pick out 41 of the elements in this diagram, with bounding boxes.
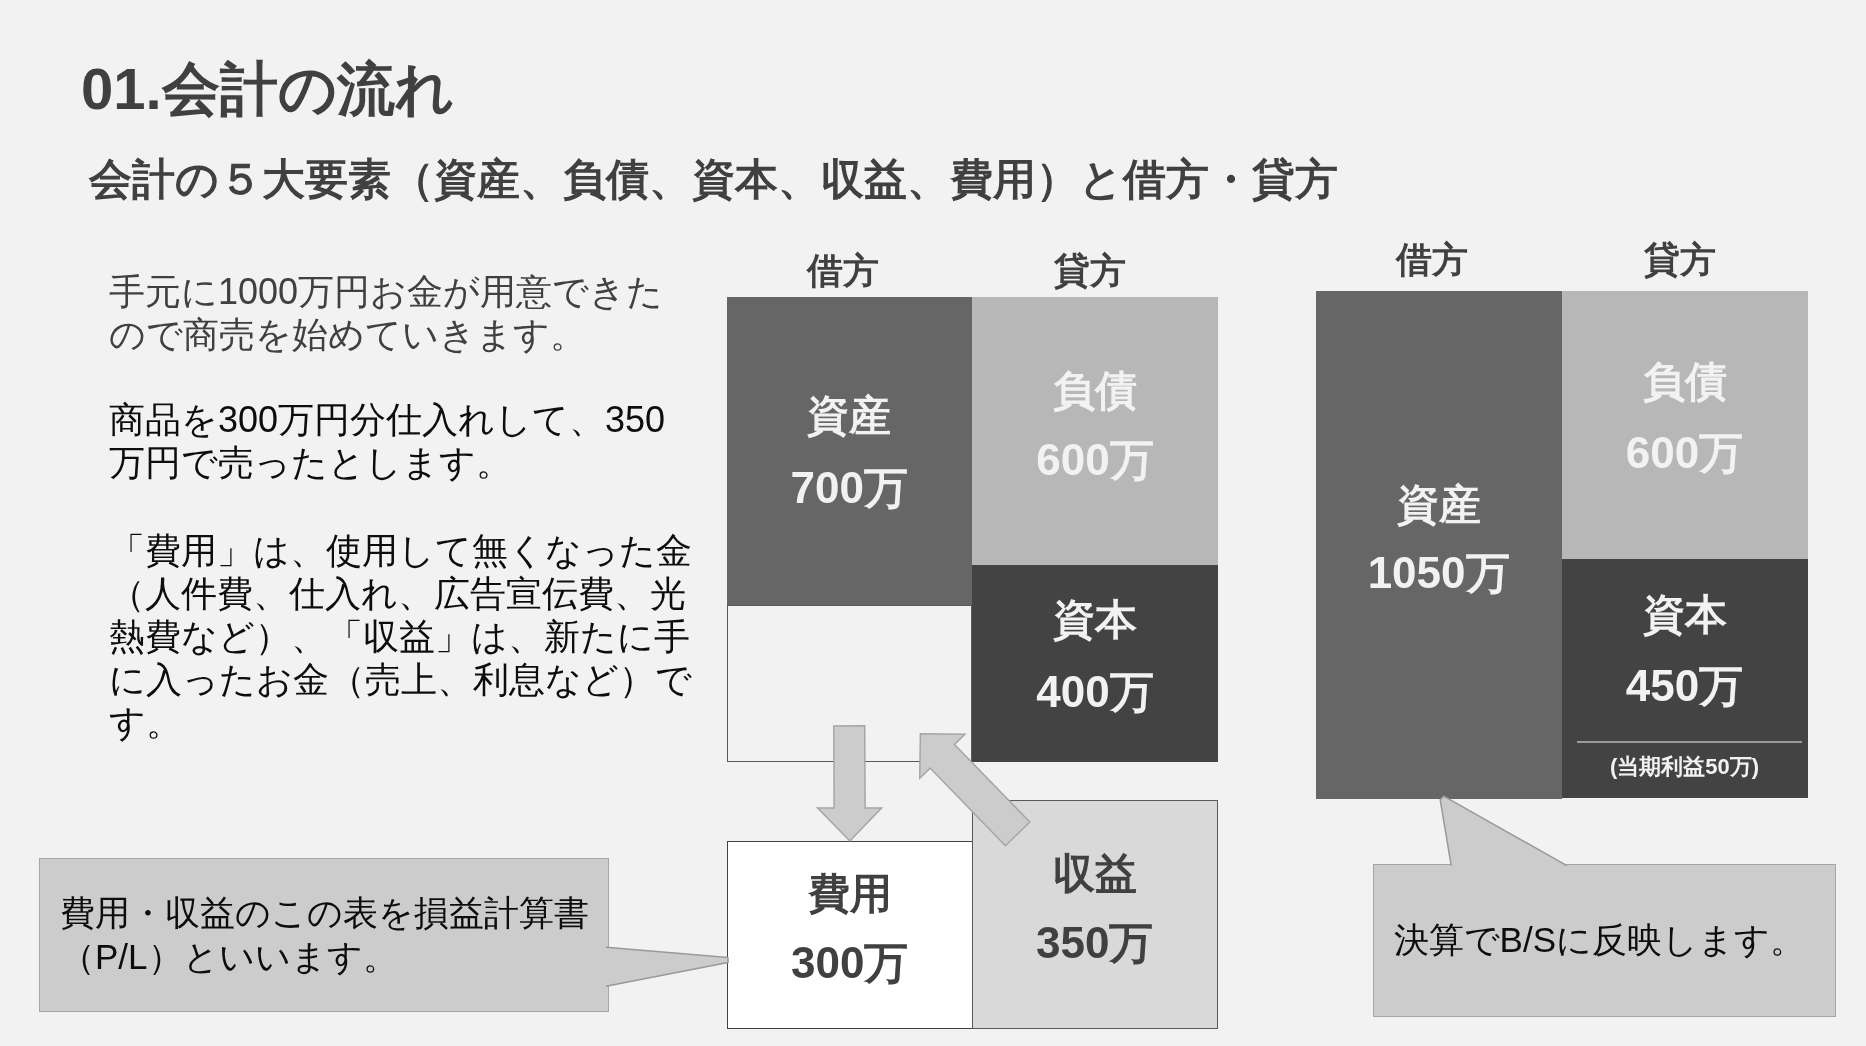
subtitle: 会計の５大要素（資産、負債、資本、収益、費用）と借方・貸方 xyxy=(89,155,1338,205)
column-header: 貸方 xyxy=(1644,238,1716,281)
block-title: 費用 xyxy=(807,869,892,919)
balance-block xyxy=(1315,290,1562,799)
body-text: 商品を300万円分仕入れして、350万円で売ったとします。 xyxy=(109,398,667,484)
column-header: 借方 xyxy=(807,250,879,292)
amount-text: 600万 xyxy=(1625,427,1744,479)
balance-block xyxy=(972,565,1218,762)
block-title: 収益 xyxy=(1052,849,1137,899)
note-text: (当期利益50万) xyxy=(1609,753,1760,781)
callout-tail xyxy=(605,946,729,987)
balance-block xyxy=(972,297,1218,565)
callout-tail xyxy=(1439,795,1568,867)
balance-block xyxy=(1561,290,1808,559)
block-title: 資産 xyxy=(1396,480,1481,530)
block-title: 資本 xyxy=(1053,595,1137,645)
block-arrow xyxy=(918,732,1031,847)
amount-text: 600万 xyxy=(1036,434,1154,486)
amount-text: 350万 xyxy=(1036,917,1154,969)
callout-box xyxy=(39,858,609,1012)
block-title: 資本 xyxy=(1642,590,1727,640)
body-text: 「費用」は、使用して無くなった金（人件費、仕入れ、広告宣伝費、光熱費など）、「収益」は、新たに手に入ったお金（売上、利息など）です。 xyxy=(109,529,693,744)
amount-text: 450万 xyxy=(1625,660,1744,712)
block-title: 負債 xyxy=(1642,357,1727,407)
body-text: 手元に1000万円お金が用意できたので商売を始めていきます。 xyxy=(109,270,665,356)
statement-box xyxy=(971,800,1218,1029)
block-title: 負債 xyxy=(1053,366,1137,416)
block-arrow xyxy=(815,725,884,843)
amount-text: 700万 xyxy=(790,462,908,514)
amount-text: 300万 xyxy=(791,937,909,989)
column-header: 借方 xyxy=(1396,238,1468,281)
block-title: 資産 xyxy=(807,391,892,441)
column-header: 貸方 xyxy=(1054,250,1126,292)
balance-block xyxy=(726,297,972,605)
amount-text: 1050万 xyxy=(1367,547,1510,599)
callout-text: 決算でB/Sに反映します。 xyxy=(1393,919,1805,962)
balance-block xyxy=(1561,558,1808,798)
amount-text: 400万 xyxy=(1036,666,1154,718)
statement-box xyxy=(726,841,973,1029)
page-title: 01.会計の流れ xyxy=(81,55,454,122)
callout-text: 費用・収益のこの表を損益計算書（P/L）といいます。 xyxy=(60,891,590,978)
